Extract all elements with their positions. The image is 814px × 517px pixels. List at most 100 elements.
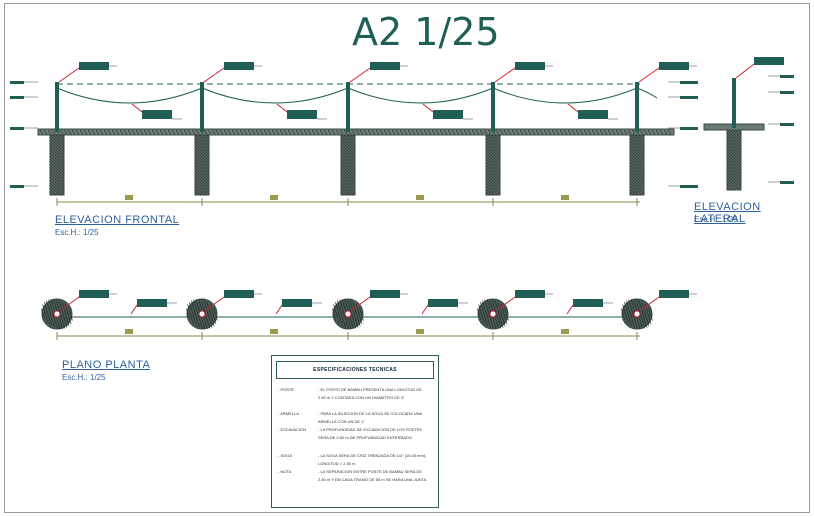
ground-hatch xyxy=(119,129,124,135)
plan-hatch xyxy=(191,300,200,328)
plan-hatch xyxy=(628,299,638,329)
ground-hatch xyxy=(151,129,156,135)
ground-hatch xyxy=(127,129,132,135)
post-footing-hatch xyxy=(340,164,356,180)
ground-hatch xyxy=(631,129,636,135)
post-footing-hatch xyxy=(58,134,65,141)
side-post-footing-hatch xyxy=(726,132,742,148)
plan-hatch xyxy=(64,303,72,325)
plan-hatch xyxy=(621,308,625,320)
side-post-footing-hatch xyxy=(726,144,742,160)
ground-hatch xyxy=(95,129,100,135)
post-footing-hatch xyxy=(194,140,210,156)
side-post-footing-hatch xyxy=(726,186,731,191)
annotation-tag xyxy=(515,62,545,70)
front-elevation-label: ELEVACION FRONTAL xyxy=(55,214,180,226)
annotation-tag xyxy=(79,290,109,298)
post-footing-hatch xyxy=(340,149,356,165)
ground-hatch xyxy=(203,129,208,135)
post-footing-hatch xyxy=(629,191,634,196)
ground-hatch xyxy=(503,129,508,135)
post-footing-hatch xyxy=(629,149,645,165)
post-footing-hatch xyxy=(340,173,356,189)
ground-hatch xyxy=(67,129,72,135)
ground-hatch xyxy=(531,129,536,135)
post-footing-hatch xyxy=(61,134,65,138)
post-footing-hatch xyxy=(485,134,501,150)
plan-hatch xyxy=(335,301,343,327)
post-footing-hatch xyxy=(194,164,210,180)
post-footing-hatch xyxy=(200,134,210,144)
spec-row-text: - LA PROFUNDIDAD DE EXCAVACION DE LOS PO… xyxy=(318,427,423,440)
ground-hatch xyxy=(339,129,344,135)
post-footing-hatch xyxy=(485,191,490,196)
post-footing-hatch xyxy=(629,134,645,150)
post-footing-hatch xyxy=(194,155,210,171)
ground-hatch xyxy=(351,129,356,135)
leader-line xyxy=(58,67,80,83)
post-footing-hatch xyxy=(497,134,501,138)
ground-hatch xyxy=(319,129,324,135)
post-footing-hatch xyxy=(340,167,356,183)
leader-line xyxy=(349,67,371,83)
ground-hatch xyxy=(99,129,104,135)
ground-hatch xyxy=(551,129,556,135)
level-mark xyxy=(780,123,794,126)
ground-hatch xyxy=(359,129,364,135)
annotation-tag xyxy=(573,299,603,307)
ground-hatch xyxy=(263,129,268,135)
ground-hatch xyxy=(571,129,576,135)
post-footing-hatch xyxy=(340,155,356,171)
plan-post-marker xyxy=(53,310,61,318)
post-footing-hatch xyxy=(340,179,356,195)
ground-hatch xyxy=(567,129,572,135)
ground-hatch xyxy=(655,129,660,135)
annotation-tag xyxy=(287,110,317,119)
post-footing-hatch xyxy=(629,161,645,177)
post-footing-hatch xyxy=(194,149,210,165)
side-post-footing-hatch xyxy=(726,153,742,169)
level-mark xyxy=(680,185,698,188)
ground-hatch xyxy=(303,129,308,135)
side-post-footing-hatch xyxy=(726,135,742,151)
post-footing-hatch xyxy=(194,185,205,196)
annotation-tag xyxy=(370,62,400,70)
ground-hatch xyxy=(191,129,196,135)
ground-hatch xyxy=(243,129,248,135)
ground-hatch xyxy=(239,129,244,135)
ground-hatch xyxy=(487,129,492,135)
ground-hatch xyxy=(155,129,160,135)
annotation-tag xyxy=(515,290,545,298)
ground-hatch xyxy=(483,129,488,135)
rope-sag xyxy=(347,87,494,104)
plan-view-scale: Esc.H.: 1/25 xyxy=(62,373,106,382)
annotation-tag xyxy=(428,299,458,307)
ground-hatch xyxy=(431,129,436,135)
ground-hatch xyxy=(291,129,296,135)
rope-sag xyxy=(56,87,203,104)
post-footing-hatch xyxy=(641,134,645,138)
post-footing-hatch xyxy=(340,170,356,186)
plan-hatch xyxy=(504,307,509,321)
side-post-footing-hatch xyxy=(726,159,742,175)
ground-hatch xyxy=(383,129,388,135)
ground-hatch xyxy=(271,129,276,135)
dimension-value-mark xyxy=(270,329,278,334)
ground-hatch xyxy=(547,129,552,135)
ground-hatch xyxy=(459,129,464,135)
ground-hatch xyxy=(111,129,116,135)
post-footing-hatch xyxy=(632,134,645,147)
plan-hatch xyxy=(203,300,213,328)
post-footing-hatch xyxy=(488,134,501,147)
ground-hatch xyxy=(499,129,504,135)
ground-hatch xyxy=(39,129,44,135)
post-footing-hatch xyxy=(194,179,210,195)
ground-hatch xyxy=(599,129,604,135)
plan-hatch xyxy=(477,308,481,320)
post-footing-hatch xyxy=(194,167,210,183)
spec-row-label: - ARMELLA xyxy=(278,411,299,416)
level-mark xyxy=(680,81,698,84)
plan-hatch xyxy=(193,299,203,329)
drawing-frame xyxy=(4,3,810,513)
